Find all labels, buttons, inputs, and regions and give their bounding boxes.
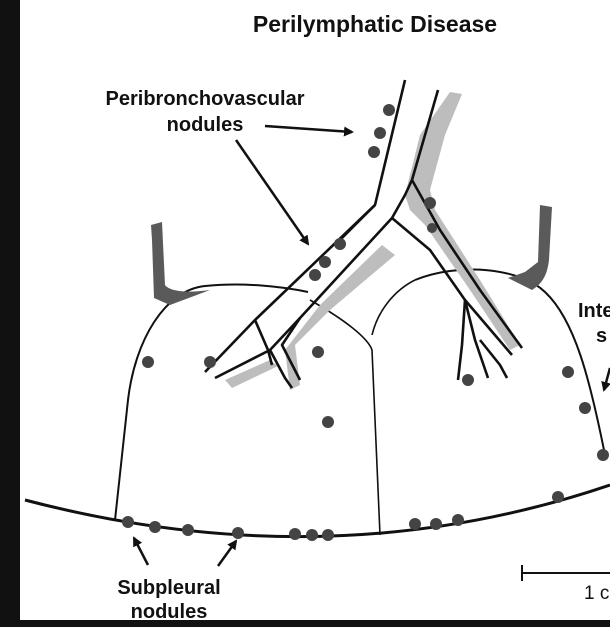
- diagram-title: Perilymphatic Disease: [253, 11, 497, 37]
- right-septal-vein: [508, 205, 552, 290]
- nodule: [309, 269, 321, 281]
- nodule: [142, 356, 154, 368]
- bronchus-small-right-a: [458, 300, 465, 380]
- nodule: [149, 521, 161, 533]
- nodule: [204, 356, 216, 368]
- scale-bar: 1 c: [522, 565, 610, 604]
- nodule: [562, 366, 574, 378]
- arrow-peribronchovascular-right: [265, 126, 352, 132]
- nodule: [427, 223, 437, 233]
- bronchovascular-sheath-left-branch: [225, 360, 278, 388]
- label-peribronchovascular-nodules: nodules: [167, 114, 244, 136]
- nodule: [182, 524, 194, 536]
- arrow-interlobular: [604, 368, 610, 390]
- bronchial-tree: [205, 80, 522, 388]
- lobule-right-outline: [415, 270, 605, 455]
- nodules: [122, 104, 609, 541]
- nodule: [430, 518, 442, 530]
- bronchus-outer-right: [340, 205, 375, 240]
- nodule: [383, 104, 395, 116]
- bronchus-left-small-branch: [255, 320, 272, 365]
- nodule: [322, 529, 334, 541]
- arrow-subpleural-right: [218, 541, 236, 566]
- lobule-center-left-septum: [310, 300, 380, 535]
- nodule: [306, 529, 318, 541]
- nodule: [122, 516, 134, 528]
- label-peribronchovascular: Peribronchovascular: [106, 88, 305, 110]
- nodule: [334, 238, 346, 250]
- nodule: [552, 491, 564, 503]
- arrow-subpleural-left: [134, 538, 148, 565]
- lobule-left-outline: [115, 285, 308, 520]
- nodule: [232, 527, 244, 539]
- nodule: [452, 514, 464, 526]
- nodule: [462, 374, 474, 386]
- scale-bar-label: 1 c: [584, 583, 609, 604]
- left-septal-vein: [151, 222, 210, 305]
- nodule: [597, 449, 609, 461]
- bronchus-inner-left: [215, 90, 438, 378]
- nodule: [289, 528, 301, 540]
- arrow-peribronchovascular-down: [236, 140, 308, 244]
- nodule: [374, 127, 386, 139]
- bottom-border-bar: [0, 620, 610, 627]
- lobule-center-right-septum: [372, 280, 415, 335]
- nodule: [409, 518, 421, 530]
- nodule: [579, 402, 591, 414]
- nodule: [322, 416, 334, 428]
- pleural-surface-line: [25, 485, 610, 537]
- nodule: [319, 256, 331, 268]
- label-interlobular-2: s: [596, 325, 607, 347]
- nodule: [312, 346, 324, 358]
- label-interlobular: Inte: [578, 300, 610, 322]
- annotation-arrows: [134, 126, 610, 566]
- nodule: [368, 146, 380, 158]
- nodule: [424, 197, 436, 209]
- label-subpleural: Subpleural: [117, 577, 220, 599]
- bronchovascular-sheath: [405, 92, 520, 350]
